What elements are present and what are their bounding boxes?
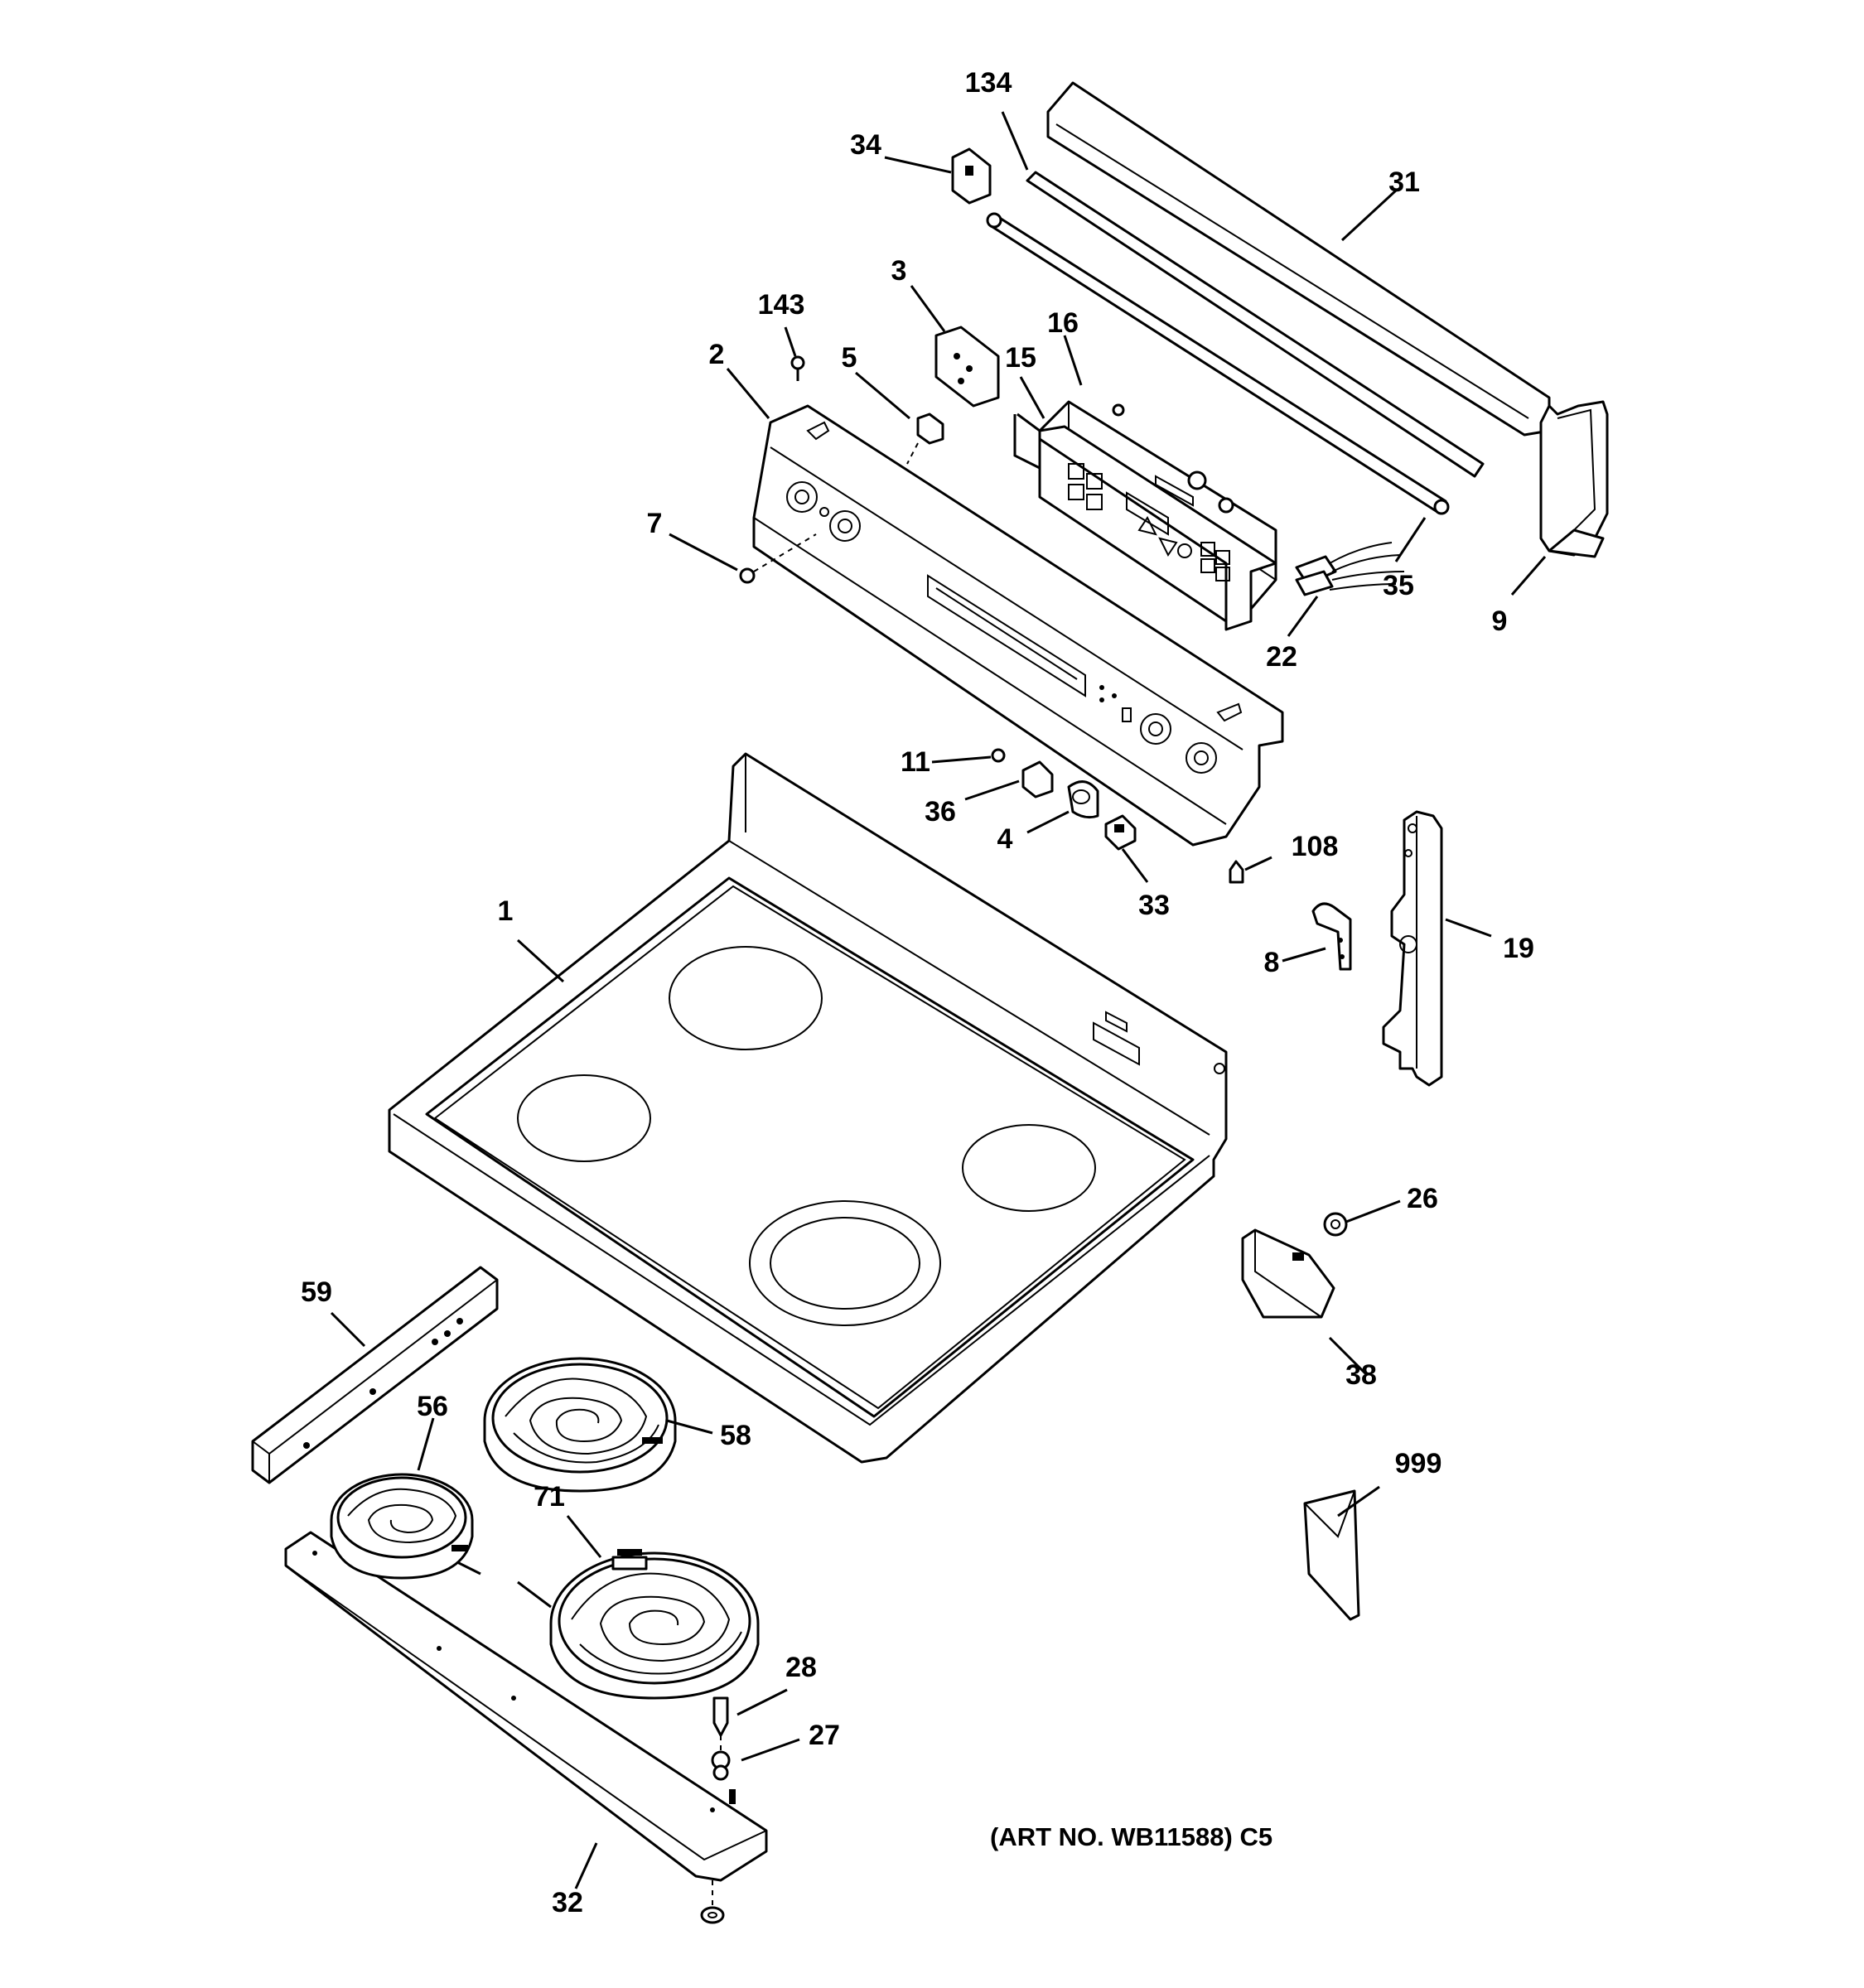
leader-lines <box>330 111 1547 1889</box>
part-58-burner <box>483 1357 677 1493</box>
part-35-lamp <box>986 212 1450 515</box>
part-15-keypad <box>1013 413 1277 631</box>
callout-36: 36 <box>925 796 956 828</box>
part-2-control-panel <box>752 404 1284 847</box>
part-32-mounting-plate <box>284 1531 768 1882</box>
callout-26: 26 <box>1407 1183 1438 1214</box>
callout-8: 8 <box>1263 947 1280 978</box>
callout-22: 22 <box>1266 641 1297 673</box>
callout-71: 71 <box>534 1481 565 1513</box>
part-36-switch <box>1021 760 1054 799</box>
part-26-knob <box>1323 1212 1348 1237</box>
callout-16: 16 <box>1047 307 1079 339</box>
part-19-side-bracket <box>1382 810 1443 1087</box>
callout-33: 33 <box>1138 890 1170 921</box>
part-143-screw <box>790 355 805 381</box>
callout-9: 9 <box>1491 606 1508 637</box>
part-22-wire-harness <box>1295 542 1405 596</box>
part-56-burner <box>330 1473 474 1580</box>
part-134-lens <box>1026 171 1485 478</box>
callout-108: 108 <box>1291 831 1339 862</box>
callout-7: 7 <box>646 508 663 539</box>
part-33-switch <box>1104 814 1137 851</box>
callout-38: 38 <box>1345 1359 1377 1391</box>
callout-34: 34 <box>850 129 881 161</box>
part-1-cooktop <box>388 752 1228 1464</box>
part-27-nut <box>711 1750 736 1804</box>
callout-4: 4 <box>997 823 1013 855</box>
callout-56: 56 <box>417 1391 448 1422</box>
part-8-bracket <box>1311 902 1352 971</box>
part-32-nut <box>700 1880 725 1924</box>
part-5-clip <box>906 413 944 465</box>
part-7-screw <box>739 533 817 584</box>
callout-999: 999 <box>1394 1448 1442 1479</box>
part-34-clip <box>951 147 992 205</box>
part-9-end-cap <box>1539 400 1609 558</box>
callout-58: 58 <box>720 1420 751 1451</box>
callout-1: 1 <box>497 895 514 927</box>
part-59-angle-bracket <box>251 1266 499 1484</box>
part-4-knob <box>1067 780 1099 819</box>
part-3-switch <box>934 326 1000 408</box>
part-71-burner <box>549 1549 760 1700</box>
callout-11: 11 <box>901 746 930 778</box>
callout-143: 143 <box>757 289 805 321</box>
callout-19: 19 <box>1503 933 1534 964</box>
part-108-screw <box>1229 860 1244 884</box>
callout-15: 15 <box>1005 342 1036 374</box>
part-11-screw <box>991 748 1006 763</box>
callout-28: 28 <box>785 1652 817 1683</box>
callout-59: 59 <box>301 1276 332 1308</box>
callout-27: 27 <box>809 1720 840 1751</box>
part-999-literature <box>1303 1489 1360 1621</box>
callout-134: 134 <box>964 67 1012 99</box>
part-31-top-trim <box>1046 81 1551 437</box>
art-number-caption: (ART NO. WB11588) C5 <box>990 1822 1273 1851</box>
part-28-terminal <box>712 1696 729 1756</box>
part-38-infinite-switch <box>1241 1228 1335 1319</box>
callout-31: 31 <box>1388 166 1420 198</box>
callout-5: 5 <box>841 342 857 374</box>
callout-32: 32 <box>552 1887 583 1918</box>
callout-35: 35 <box>1383 570 1414 601</box>
callout-3: 3 <box>891 255 907 287</box>
callout-2: 2 <box>708 339 725 370</box>
